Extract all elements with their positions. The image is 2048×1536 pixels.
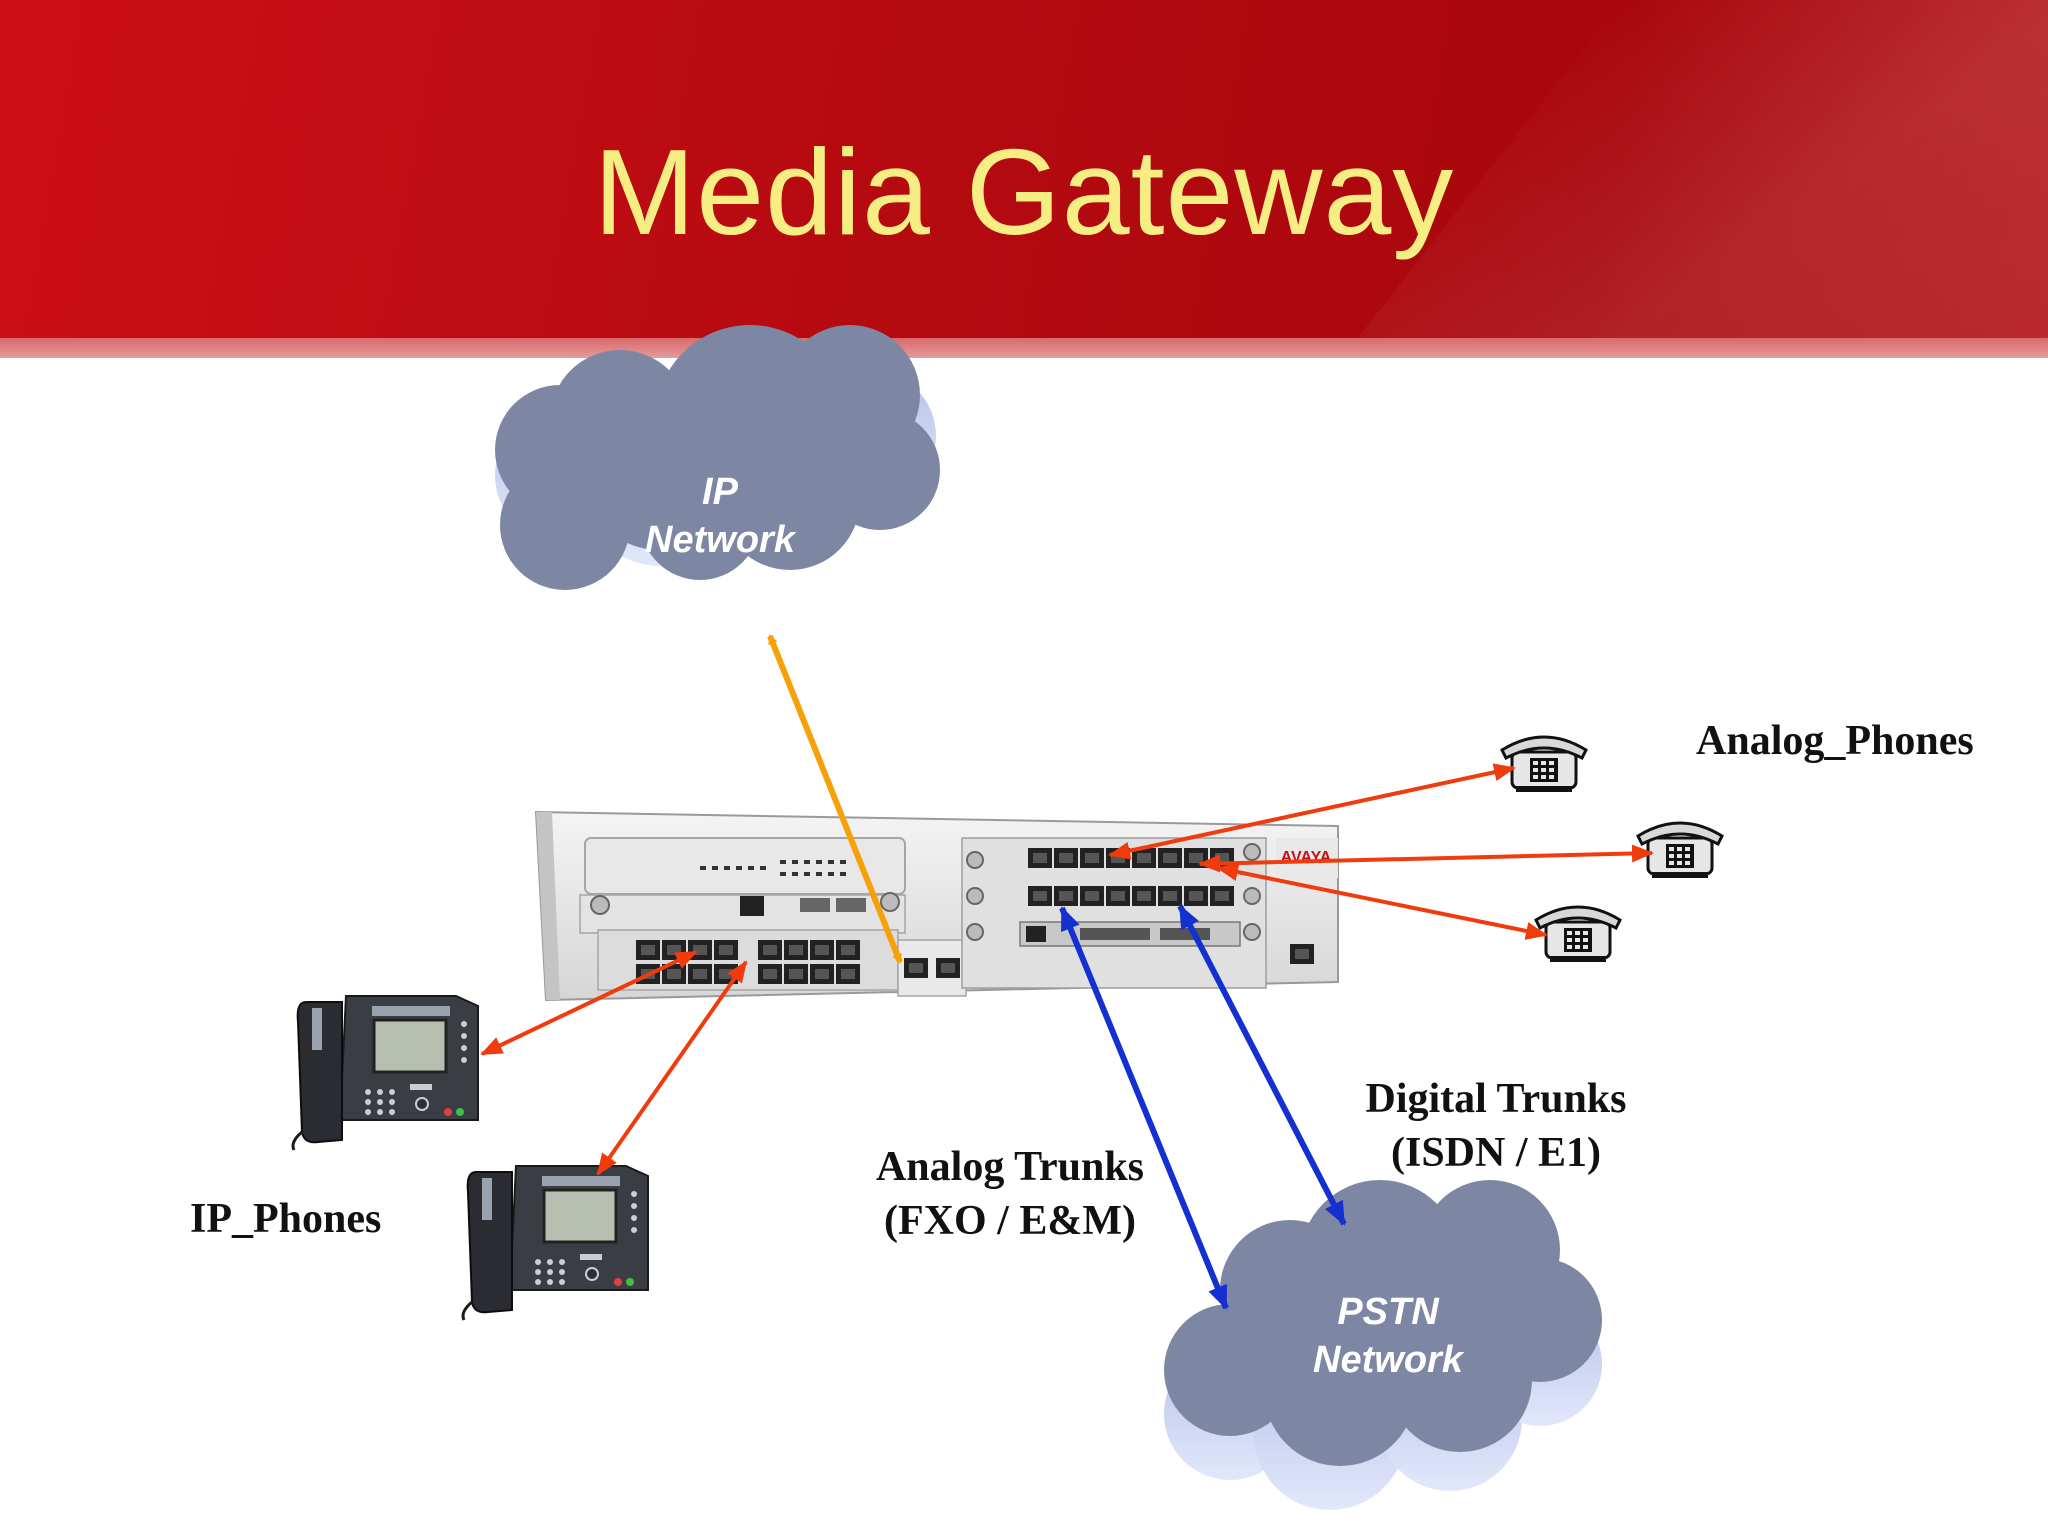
digital-trunks-label-line2: (ISDN / E1) — [1390, 1130, 1602, 1176]
ip-network-cloud — [495, 325, 940, 590]
analog-trunks-label: Analog Trunks (FXO / E&M) — [850, 1140, 1170, 1248]
analog-phone-link — [1198, 844, 1654, 873]
analog-trunks-label-line1: Analog Trunks — [875, 1144, 1145, 1190]
ip-phone-link — [596, 960, 748, 1176]
analog-phone-icon — [1500, 735, 1588, 794]
analog-trunk-link — [1059, 906, 1229, 1310]
ip-phone-icon — [291, 994, 480, 1152]
ip-phone-icon — [461, 1164, 650, 1322]
analog-phones-label: Analog_Phones — [1696, 718, 1974, 764]
digital-trunks-label-line1: Digital Trunks — [1365, 1076, 1627, 1122]
analog-phone-link — [1108, 763, 1516, 860]
analog-phone-link — [1216, 863, 1548, 940]
pstn-network-label: PSTN Network — [1288, 1288, 1488, 1384]
ip-phones-label: IP_Phones — [190, 1196, 382, 1242]
pstn-network-cloud — [1164, 1180, 1602, 1510]
analog-phone-icon — [1636, 821, 1724, 880]
title-banner — [0, 0, 2048, 338]
analog-phone-icon — [1534, 905, 1622, 964]
pstn-network-label-line1: PSTN — [1337, 1291, 1439, 1333]
banner-stripe — [0, 338, 2048, 358]
slide-title: Media Gateway — [593, 124, 1455, 260]
analog-trunks-label-line2: (FXO / E&M) — [884, 1198, 1136, 1244]
ip-network-label-line2: Network — [645, 519, 795, 561]
digital-trunk-link — [1177, 904, 1347, 1226]
ip-network-label: IP Network — [620, 468, 820, 564]
ip-network-label-line1: IP — [702, 471, 738, 513]
digital-trunks-label: Digital Trunks (ISDN / E1) — [1336, 1072, 1656, 1180]
pstn-network-label-line2: Network — [1313, 1339, 1463, 1381]
ip-network-link — [767, 634, 903, 964]
